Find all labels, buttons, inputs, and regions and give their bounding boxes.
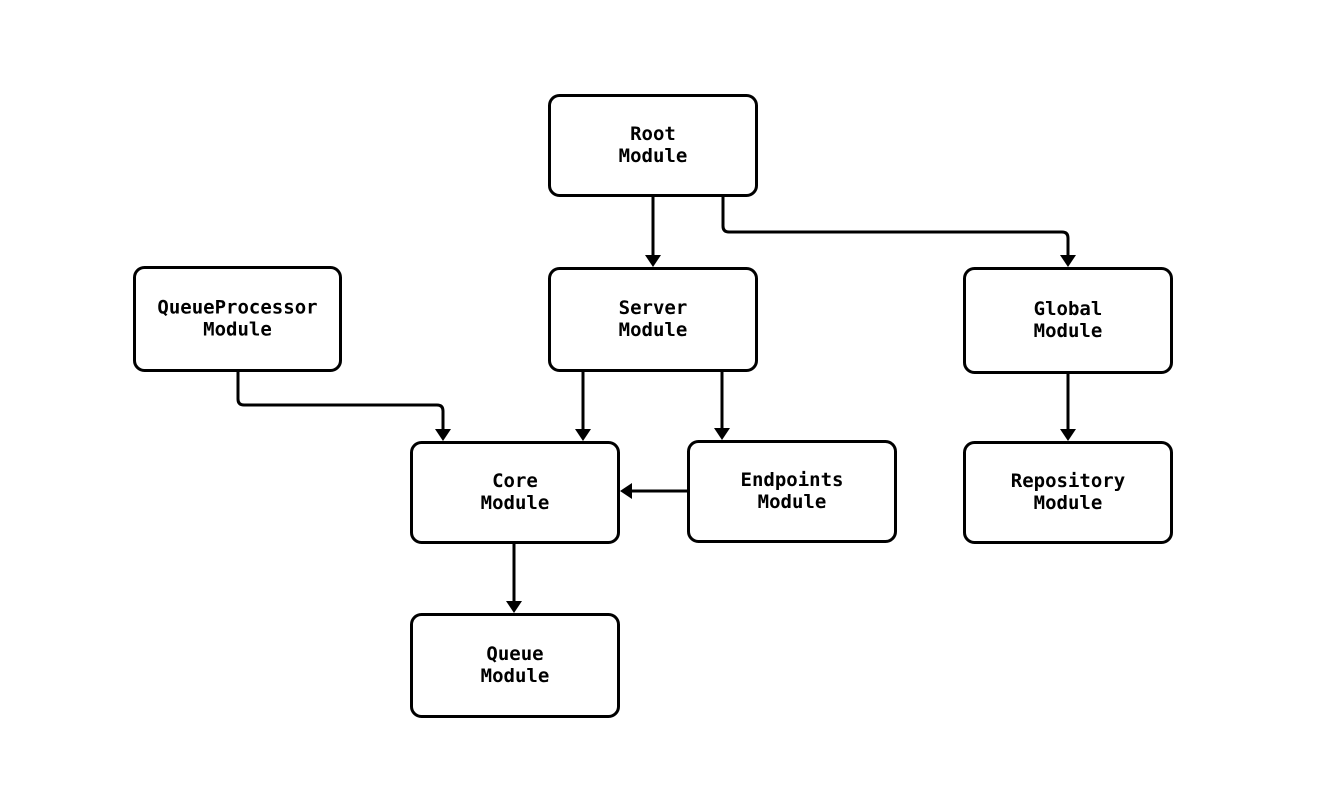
queue-module-node-label-line2: Module	[481, 665, 550, 687]
queueprocessor-module-node-box[interactable]	[133, 266, 342, 372]
edge-root-to-server	[645, 197, 661, 267]
global-module-node-box[interactable]	[963, 267, 1173, 374]
edge-server-to-endpoints-arrowhead	[714, 428, 730, 440]
repository-module-node-label-line1: Repository	[1011, 470, 1125, 492]
core-module-node-box[interactable]	[410, 441, 620, 544]
endpoints-module-node-label-line2: Module	[758, 491, 827, 513]
server-module-node-box[interactable]	[548, 267, 758, 372]
global-module-node-label-line2: Module	[1034, 320, 1103, 342]
edge-queueprocessor-to-core	[236, 372, 451, 441]
queue-module-node-box[interactable]	[410, 613, 620, 718]
edge-root-to-global-line	[721, 197, 1070, 255]
queueprocessor-module-node-label-line2: Module	[203, 319, 272, 341]
queue-module-node-label-line1: Queue	[486, 643, 543, 665]
edge-server-to-core-arrowhead	[575, 429, 591, 441]
endpoints-module-node-label-line1: Endpoints	[741, 469, 844, 491]
repository-module-node-label-line2: Module	[1034, 492, 1103, 514]
edge-core-to-queue	[506, 544, 522, 613]
edge-endpoints-to-core-arrowhead	[620, 483, 632, 499]
edge-root-to-global-arrowhead	[1060, 255, 1076, 267]
global-module-node-label-line1: Global	[1034, 298, 1103, 320]
core-module-node-label-line1: Core	[492, 470, 538, 492]
server-module-node-label-line2: Module	[619, 319, 688, 341]
server-module-node-label-line1: Server	[619, 297, 688, 319]
edges-layer	[236, 197, 1076, 613]
edge-queueprocessor-to-core-line	[236, 372, 445, 429]
edge-endpoints-to-core	[620, 483, 687, 499]
edge-root-to-global	[721, 197, 1076, 267]
repository-module-node-box[interactable]	[963, 441, 1173, 544]
root-module-node-label-line2: Module	[619, 145, 688, 167]
endpoints-module-node-box[interactable]	[687, 440, 897, 543]
queueprocessor-module-node-label-line1: QueueProcessor	[157, 297, 317, 319]
edge-core-to-queue-arrowhead	[506, 601, 522, 613]
edge-queueprocessor-to-core-arrowhead	[435, 429, 451, 441]
root-module-node-label-line1: Root	[630, 123, 676, 145]
nodes-layer: RootModuleQueueProcessorModuleServerModu…	[133, 94, 1173, 718]
root-module-node-box[interactable]	[548, 94, 758, 197]
edge-root-to-server-arrowhead	[645, 255, 661, 267]
core-module-node-label-line2: Module	[481, 492, 550, 514]
edge-global-to-repository	[1060, 374, 1076, 441]
edge-server-to-core	[575, 372, 591, 441]
edge-global-to-repository-arrowhead	[1060, 429, 1076, 441]
edge-server-to-endpoints	[714, 372, 730, 440]
